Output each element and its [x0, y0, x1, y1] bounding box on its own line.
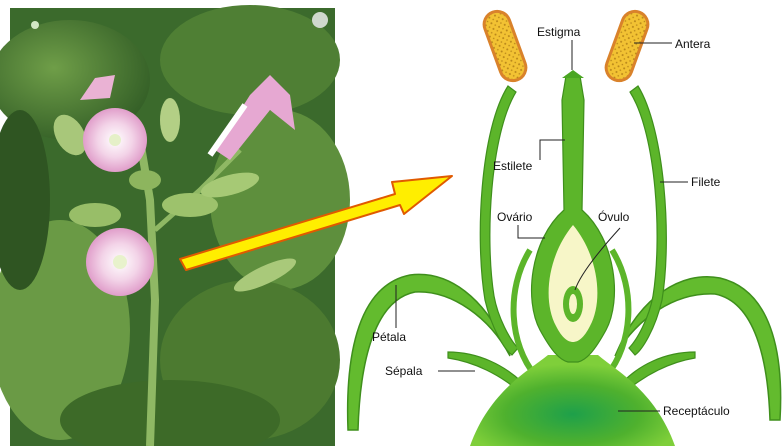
right-anther	[602, 8, 651, 85]
flower-structure-diagram	[348, 8, 781, 446]
label-receptaculo: Receptáculo	[663, 404, 730, 418]
leader-ovario	[518, 225, 545, 238]
label-petala: Pétala	[372, 330, 406, 344]
background-flower	[312, 12, 328, 28]
label-antera: Antera	[675, 37, 711, 51]
label-estigma: Estigma	[537, 25, 581, 39]
label-sepala: Sépala	[385, 364, 423, 378]
leader-estilete	[540, 140, 565, 160]
label-ovulo: Óvulo	[598, 209, 630, 224]
leader-lines	[396, 40, 688, 411]
background-flower	[31, 21, 39, 29]
bud	[69, 203, 121, 227]
flower-center	[113, 255, 127, 269]
label-filete: Filete	[691, 175, 721, 189]
right-filament	[629, 86, 666, 355]
bud	[129, 170, 161, 190]
stigma	[562, 70, 584, 78]
label-ovario: Ovário	[497, 210, 533, 224]
label-estilete: Estilete	[493, 159, 533, 173]
flower-center	[109, 134, 121, 146]
ovule-inner	[569, 294, 577, 314]
left-anther	[480, 8, 529, 85]
bud	[160, 98, 180, 142]
inner-petal-left	[514, 250, 535, 375]
